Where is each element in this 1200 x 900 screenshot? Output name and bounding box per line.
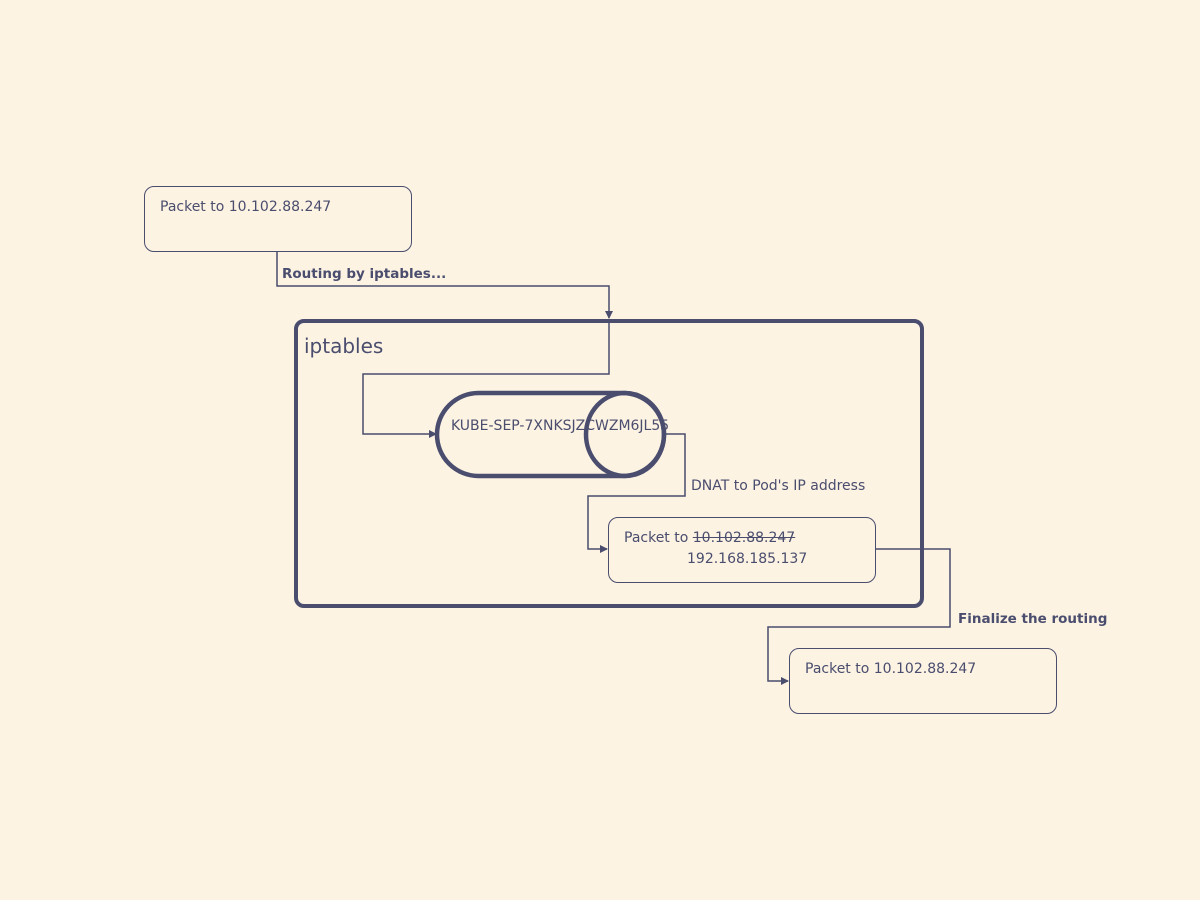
connector-iptables-to-chain bbox=[362, 320, 610, 438]
connector-start-to-iptables bbox=[276, 252, 613, 319]
iptables-group-title: iptables bbox=[304, 334, 384, 358]
dnat-old-ip: 10.102.88.247 bbox=[692, 530, 796, 546]
chain-label: KUBE-SEP-7XNKSJZCWZM6JL55 bbox=[451, 418, 670, 434]
dnat-packet-line: Packet to 10.102.88.247 bbox=[624, 530, 795, 546]
edge-label-dnat: DNAT to Pod's IP address bbox=[691, 478, 866, 494]
end-packet-node: Packet to 10.102.88.247 bbox=[789, 648, 1057, 714]
dnat-new-ip: 192.168.185.137 bbox=[687, 551, 808, 567]
start-packet-text: Packet to 10.102.88.247 bbox=[160, 199, 332, 215]
end-packet-text: Packet to 10.102.88.247 bbox=[805, 661, 977, 677]
dnat-packet-prefix: Packet to bbox=[624, 530, 693, 546]
start-packet-node: Packet to 10.102.88.247 bbox=[144, 186, 412, 252]
connector-dnat-to-end bbox=[767, 548, 951, 685]
iptables-group bbox=[294, 319, 924, 608]
edge-label-routing: Routing by iptables... bbox=[282, 266, 447, 282]
edge-label-finalize: Finalize the routing bbox=[958, 611, 1108, 627]
dnat-packet-node: Packet to 10.102.88.247 192.168.185.137 bbox=[608, 517, 876, 583]
connector-chain-to-dnat bbox=[587, 433, 686, 553]
